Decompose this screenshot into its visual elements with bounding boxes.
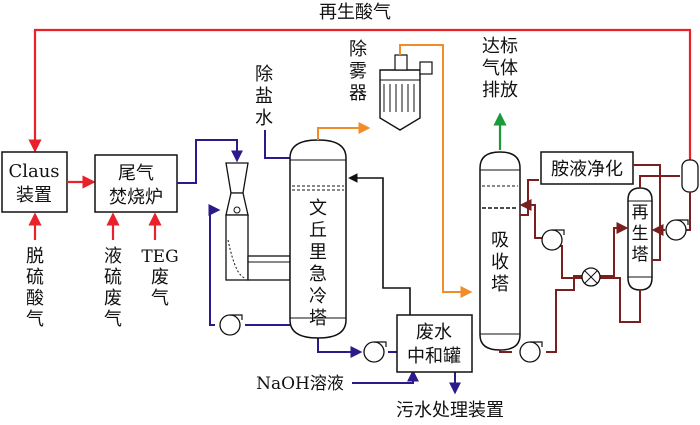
svg-text:酸: 酸 (26, 288, 44, 309)
lean-amine-line (600, 277, 641, 323)
quench-tower (289, 139, 347, 339)
wastewater-treatment-label: 污水处理装置 (396, 400, 504, 421)
svg-text:脱: 脱 (26, 246, 44, 267)
liquid-sulfur-waste-gas-label: 液 硫 废 气 (104, 246, 122, 330)
neutralization-label-line1: 废水 (416, 322, 452, 343)
rich-amine-to-exchanger-line (546, 275, 582, 353)
naoh-solution-label: NaOH溶液 (256, 374, 344, 394)
svg-text:废: 废 (151, 267, 169, 288)
svg-text:盐: 盐 (255, 86, 273, 107)
svg-text:塔: 塔 (309, 308, 327, 329)
svg-text:冷: 冷 (309, 286, 327, 307)
regen-acid-gas-label: 再生酸气 (319, 2, 391, 23)
svg-text:里: 里 (309, 242, 327, 263)
quench-recirc-line (210, 210, 290, 326)
svg-text:气: 气 (26, 309, 44, 330)
incinerator-box (94, 154, 178, 213)
neutralization-return-line (348, 173, 411, 315)
svg-text:丘: 丘 (309, 220, 327, 241)
claus-label-line1: Claus (8, 161, 59, 182)
pump-icon (219, 314, 243, 336)
claus-label-line2: 装置 (16, 185, 52, 206)
pump-icon (363, 341, 387, 363)
amine-purification-label: 胺液净化 (551, 159, 623, 180)
absorber-rich-amine-line (499, 350, 512, 353)
exchanger-to-pump-line (560, 245, 582, 279)
svg-text:气体: 气体 (482, 58, 518, 79)
compliant-vent-label: 达标 气体 排放 (482, 36, 518, 101)
purification-return-line (633, 164, 661, 261)
reflux-drum (681, 159, 699, 193)
incinerator-label-line1: 尾气 (118, 163, 154, 184)
absorber-label: 吸 收 塔 (491, 230, 509, 295)
svg-text:除: 除 (255, 64, 273, 85)
regenerator-label: 再 生 塔 (632, 203, 649, 265)
naoh-line (352, 369, 419, 384)
svg-text:TEG: TEG (141, 247, 178, 267)
demister-vessel (379, 54, 433, 131)
exchanger-to-regenerator-line (600, 222, 629, 277)
svg-text:硫: 硫 (26, 267, 44, 288)
pump-icon (541, 229, 565, 251)
svg-text:达标: 达标 (482, 36, 518, 57)
svg-text:硫: 硫 (104, 267, 122, 288)
svg-text:塔: 塔 (491, 274, 509, 295)
svg-text:再: 再 (632, 203, 649, 223)
venturi-scrubber (225, 162, 291, 281)
quench-to-demister-line (317, 122, 371, 140)
svg-text:塔: 塔 (632, 245, 649, 265)
desulf-acid-gas-label: 脱 硫 酸 气 (26, 246, 44, 330)
svg-text:吸: 吸 (491, 230, 509, 251)
svg-text:文: 文 (309, 198, 327, 219)
absorber-to-purification-line (520, 179, 539, 216)
neutralization-label-line2: 中和罐 (407, 346, 461, 367)
neutralization-tank-box (396, 314, 473, 373)
absorber-tower (479, 151, 521, 351)
svg-text:器: 器 (349, 83, 367, 104)
regen-acid-gas-line (28, 28, 692, 160)
amine-purification-box (540, 151, 634, 185)
svg-text:雾: 雾 (349, 61, 367, 82)
incinerator-label-line2: 焚烧炉 (109, 187, 163, 208)
heat-exchanger-icon (581, 267, 601, 287)
svg-text:除: 除 (349, 39, 367, 60)
quench-tower-label: 文 丘 里 急 冷 塔 (309, 198, 327, 329)
incinerator-to-venturi-line (177, 139, 243, 184)
svg-text:水: 水 (255, 108, 273, 129)
svg-text:排放: 排放 (482, 80, 518, 101)
lean-amine-to-absorber-line (519, 199, 545, 239)
demister-label: 除 雾 器 (349, 39, 367, 104)
regenerator-tower (627, 187, 653, 291)
pump-icon (519, 341, 543, 363)
pump-icon (665, 219, 689, 241)
regenerator-overhead-line (639, 175, 680, 188)
svg-text:急: 急 (309, 264, 327, 285)
svg-text:液: 液 (104, 246, 122, 267)
demister-to-absorber-line (399, 44, 473, 298)
reflux-return-line (685, 192, 691, 231)
svg-text:生: 生 (632, 224, 649, 244)
teg-waste-gas-label: TEG 废 气 (141, 247, 178, 309)
svg-text:废: 废 (104, 288, 122, 309)
svg-text:气: 气 (104, 309, 122, 330)
desalinated-water-line (264, 130, 290, 159)
svg-text:气: 气 (151, 288, 169, 309)
desalinated-water-label: 除 盐 水 (255, 64, 273, 129)
svg-text:收: 收 (491, 252, 509, 273)
